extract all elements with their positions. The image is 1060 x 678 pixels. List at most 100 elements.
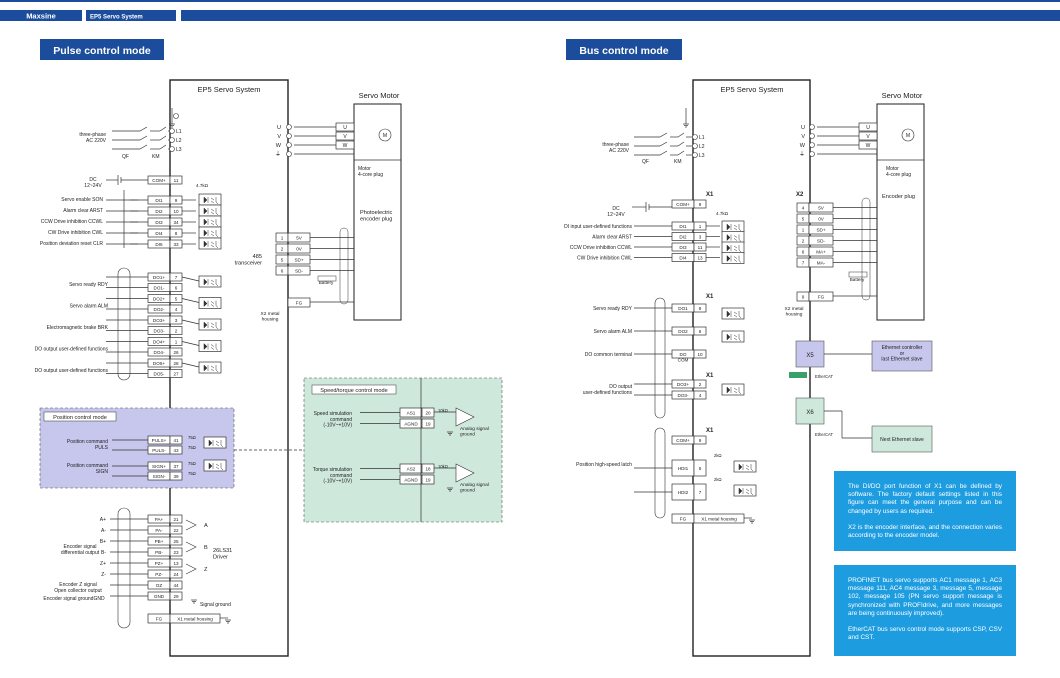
do-pin-left-number: 5 (175, 297, 178, 302)
power-terminal (692, 134, 698, 140)
di-pin-left-label: DI4 (155, 231, 163, 236)
optocoupler-icon (203, 196, 209, 204)
note-text-ethercat: EtherCAT bus servo control mode supports… (848, 626, 1002, 642)
do-ud-pin-num (693, 379, 707, 389)
ana-pin-label: AS1 (407, 411, 416, 416)
tx-pin-label: SD+ (294, 258, 303, 263)
com2-right-label: COM+ (676, 438, 690, 443)
renc-pin-label: 0V (818, 217, 825, 222)
enc-side-label: Z- (101, 572, 106, 578)
optocoupler-icon (215, 463, 224, 471)
latch-num (693, 483, 707, 501)
ethercat-logo-2: EtherCAT (815, 432, 834, 437)
x2-label: X2 (796, 192, 804, 198)
section-title-pulse: Pulse control mode (53, 45, 151, 57)
com-plus-right-num (693, 199, 707, 209)
latch-pin-number: 7 (699, 490, 702, 495)
ana-res: 10kΩ (438, 408, 448, 413)
do-wire-int (181, 362, 200, 368)
optocoupler-icon (198, 318, 222, 331)
motor-pin-label: U (343, 125, 347, 131)
optocoupler-icon (198, 297, 222, 309)
motor-box-left (353, 103, 402, 321)
enc-side-label: A- (101, 528, 106, 534)
do-pin-right-num (693, 349, 707, 359)
do-wire-int (181, 341, 200, 346)
optocoupler-icon (210, 208, 219, 216)
title-bar-pulse (40, 39, 164, 60)
enc-side-label: A+ (100, 517, 106, 523)
drive-uvw-label: U (801, 125, 805, 131)
km-switch (677, 150, 685, 156)
pos-pin-label: SIGN+ (152, 464, 166, 469)
com-plus-left-num (169, 175, 183, 185)
optocoupler-icon (203, 278, 209, 286)
do-pin-left-number: 4 (175, 307, 178, 312)
title-bar-bus (566, 39, 682, 60)
do-ud-pin-number: 2 (699, 382, 702, 387)
enc-pin-label: PZ- (155, 572, 163, 577)
battery-label-left: Battery (319, 280, 334, 285)
optocoupler-icon (203, 364, 209, 372)
do-ud-pin-num (693, 390, 707, 400)
do-pin-left-label: DO4- (154, 350, 165, 355)
optocoupler-icon (203, 218, 209, 226)
do-pin-left-number: 1 (175, 340, 178, 345)
x6-label: X6 (806, 410, 814, 416)
enc-pin-number: 21 (173, 517, 179, 522)
do-wire-int (181, 319, 200, 325)
phase-label: L2 (176, 138, 182, 144)
optocoupler-icon (210, 230, 219, 238)
latch-res: 2kΩ (714, 477, 722, 482)
do-pin-left-label: DO2- (154, 307, 165, 312)
do-wire-int (181, 276, 200, 282)
ethernet-master-box (871, 340, 933, 372)
ana-res: 10kΩ (438, 464, 448, 469)
km-switch (159, 126, 167, 132)
fg-bottom-label-right: FG (680, 517, 687, 522)
do-pin-left-number: 28 (173, 361, 179, 366)
optocoupler-icon (733, 484, 757, 497)
do-label-right: Servo ready RDY (593, 306, 633, 312)
motor-pin-label: V (866, 134, 870, 140)
qf-switch (659, 150, 668, 156)
x1-housing-right: X1 metal housing (701, 517, 737, 522)
motor-pin-label: W (343, 143, 348, 149)
enc-pin-label: PA+ (155, 517, 164, 522)
ana-pin-number: 19 (425, 422, 431, 427)
do-pin-left-label: DO1+ (153, 275, 165, 280)
enc-side-label: Z+ (100, 561, 106, 567)
com2-right-num (693, 435, 707, 445)
ana-pin-num (421, 474, 435, 485)
do-ud-pin-label: DO3+ (677, 382, 689, 387)
optocoupler-icon (210, 241, 219, 249)
tx-pin-number: 6 (281, 269, 284, 274)
fg2-pin (808, 291, 834, 302)
pe-terminal (286, 151, 292, 157)
motor-pin-label: W (866, 143, 871, 149)
phase-label: L2 (699, 144, 705, 150)
com-plus-left-label: COM+ (152, 178, 166, 183)
optocoupler-icon (203, 321, 209, 329)
motor-pin-label: U (866, 125, 870, 131)
optocoupler-icon (726, 244, 732, 252)
encoder-shield (861, 197, 871, 301)
do-pin-right-number: 8 (699, 306, 702, 311)
speed-mode-title-box (311, 384, 397, 395)
enc-pin-label: PB- (155, 550, 163, 555)
opamp-icon (455, 463, 475, 483)
optocoupler-icon (203, 459, 227, 472)
ana-pin-label: AGND (404, 478, 418, 483)
ana-pin-num (421, 418, 435, 429)
renc-pin-label: SD+ (816, 228, 825, 233)
di-pin-left-number: 10 (173, 209, 179, 214)
fg-pin-left (287, 297, 311, 308)
renc-pin-label: MA- (817, 261, 826, 266)
